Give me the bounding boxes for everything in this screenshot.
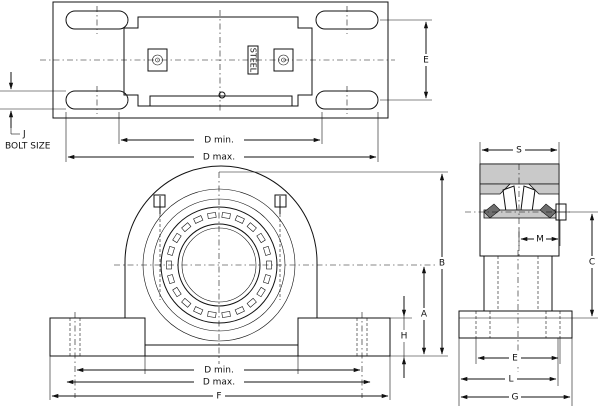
front-view-housing-outline (124, 165, 318, 318)
cap-bolt-right-icon (274, 194, 287, 208)
front-view-right-foot (297, 317, 391, 357)
top-view-grease-point (218, 91, 226, 99)
roller-segment (221, 212, 231, 219)
roller-segment (181, 222, 192, 233)
dimension-f-label: F (216, 392, 221, 402)
bolt-slot-top-right (315, 6, 379, 34)
top-view: STEEL E J BOLT SIZE D min. D max. (0, 1, 432, 163)
top-view-housing-body (123, 16, 313, 107)
roller-segment (172, 286, 182, 298)
roller-segment (246, 222, 257, 233)
roller-segment (263, 245, 271, 256)
roller-segment (234, 215, 245, 224)
dimension-l-label: L (508, 375, 513, 385)
bolt-slot-bottom-right (315, 86, 379, 114)
dimension-c-label: C (589, 258, 595, 268)
side-view: S M C E L G (458, 142, 598, 406)
roller-left-icon (502, 185, 518, 213)
roller-segment (263, 274, 271, 285)
grease-fitting-left-icon (147, 48, 168, 72)
front-view: B A H D min. D max. F (49, 165, 448, 402)
front-view-left-foot (49, 317, 146, 357)
dimension-e-top-label: E (423, 56, 429, 66)
dimension-b-label: B (439, 259, 445, 269)
dimension-d-min-front-label: D min. (204, 366, 234, 376)
dimension-j-label: J (22, 130, 26, 140)
steel-stamp-box (247, 45, 259, 75)
roller-segment (256, 232, 266, 244)
top-view-shaft-band (149, 95, 293, 107)
cap-bolt-left-icon (153, 194, 166, 208)
side-view-cap-section (479, 163, 560, 185)
roller-segment (246, 297, 257, 308)
grease-fitting-right-icon (273, 48, 294, 72)
dimension-e-side-label: E (512, 354, 518, 364)
dimension-a-label: A (421, 310, 428, 320)
roller-segment (207, 212, 217, 219)
dimension-h-label: H (401, 332, 408, 342)
bolt-slot-bottom-left (65, 86, 129, 114)
dimension-g-label: G (512, 393, 519, 403)
roller-segment (167, 274, 175, 285)
roller-segment (172, 232, 182, 244)
roller-segment (193, 215, 204, 224)
steel-stamp-text: STEEL (249, 48, 258, 73)
bolt-slot-top-left (65, 6, 129, 34)
roller-segment (167, 245, 175, 256)
top-view-base-outline (52, 1, 389, 119)
roller-right-icon (520, 185, 536, 213)
dimension-d-max-front-label: D max. (203, 378, 235, 388)
roller-segment (193, 306, 204, 315)
dimension-m-label: M (536, 235, 544, 245)
roller-segment (221, 311, 231, 318)
dimension-d-max-top-label: D max. (203, 153, 235, 163)
dimension-s-label: S (516, 146, 522, 156)
roller-segment (256, 286, 266, 298)
dimension-d-min-top-label: D min. (204, 136, 234, 146)
roller-segment (234, 306, 245, 315)
bolt-size-label: BOLT SIZE (5, 142, 51, 152)
front-view-roller-ring (166, 212, 272, 318)
roller-segment (207, 311, 217, 318)
roller-segment (181, 297, 192, 308)
